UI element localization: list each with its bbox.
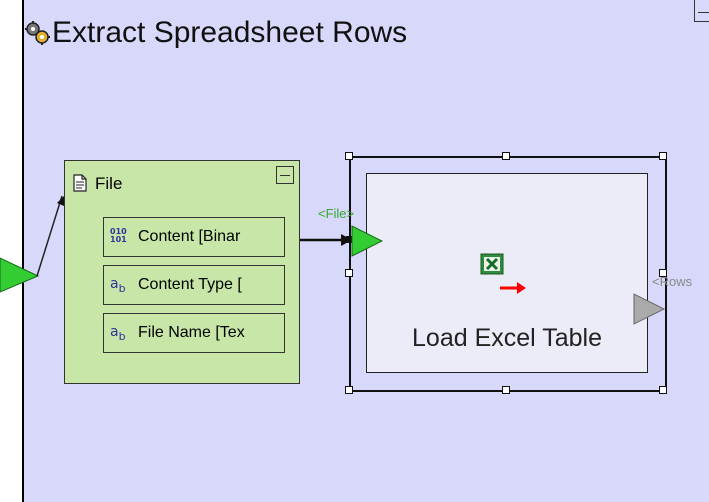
excel-icon <box>480 253 504 275</box>
connector-arrowhead-icon <box>57 194 66 206</box>
resize-handle[interactable] <box>659 269 667 277</box>
resize-handle[interactable] <box>345 386 353 394</box>
field-file-name[interactable]: ab File Name [Tex <box>103 313 285 353</box>
gear-icon <box>25 21 50 45</box>
connection-container-to-file <box>36 195 63 277</box>
collapse-button[interactable] <box>694 0 709 22</box>
field-label: Content Type [ <box>138 276 242 293</box>
resize-handle[interactable] <box>345 269 353 277</box>
file-node-collapse-button[interactable] <box>276 166 294 184</box>
red-arrow-icon <box>500 282 526 294</box>
resize-handle[interactable] <box>659 386 667 394</box>
resize-handle[interactable] <box>659 152 667 160</box>
output-port-label: <Rows <box>652 274 693 289</box>
load-node-label: Load Excel Table <box>412 324 602 352</box>
resize-handle[interactable] <box>502 386 510 394</box>
workflow-title: Extract Spreadsheet Rows <box>52 16 408 49</box>
field-label: File Name [Tex <box>138 324 245 341</box>
resize-handle[interactable] <box>502 152 510 160</box>
resize-handle[interactable] <box>345 152 353 160</box>
text-type-icon: ab <box>110 324 126 343</box>
text-type-icon: ab <box>110 276 126 295</box>
field-content-type[interactable]: ab Content Type [ <box>103 265 285 305</box>
file-node-title: File <box>95 174 123 193</box>
document-icon <box>73 174 87 192</box>
container-input-port <box>0 257 40 293</box>
field-label: Content [Binar <box>138 228 241 245</box>
input-port-label: <File> <box>318 206 355 221</box>
load-excel-node[interactable]: Load Excel Table <box>366 173 648 373</box>
